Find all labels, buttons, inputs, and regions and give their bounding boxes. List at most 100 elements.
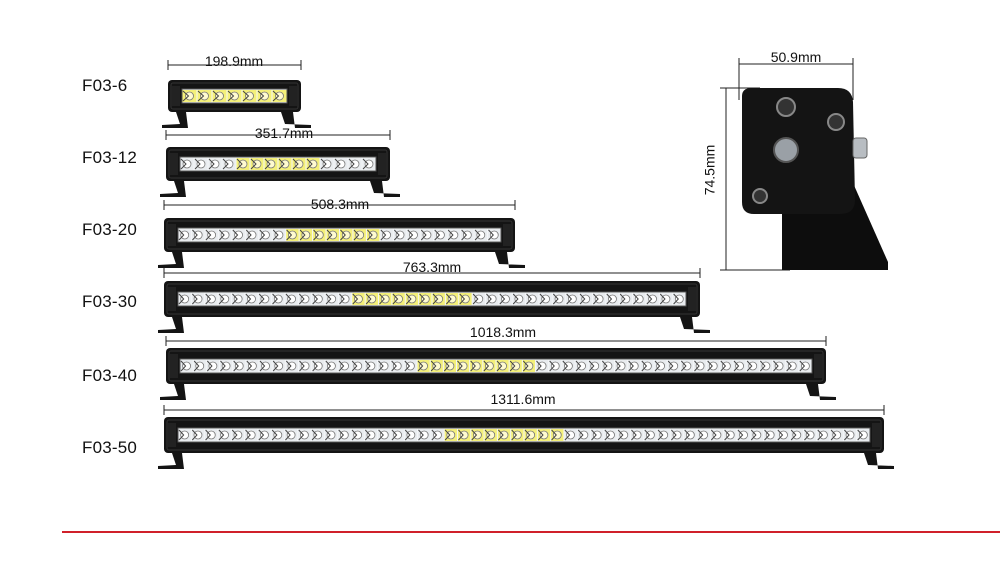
reflector-chevron <box>178 293 185 305</box>
led-emitter <box>193 230 203 240</box>
reflector-chevron <box>353 229 360 241</box>
reflector-chevron <box>577 429 584 441</box>
led-emitter <box>486 430 496 440</box>
reflector-chevron <box>471 429 478 441</box>
mount-foot-right-f03-50 <box>864 453 894 469</box>
led-emitter <box>801 361 810 371</box>
reflector-chevron <box>615 360 621 372</box>
led-emitter <box>594 294 604 304</box>
housing-trim-f03-20 <box>166 220 513 250</box>
reflector-chevron <box>264 158 271 170</box>
led-emitter <box>648 294 657 304</box>
led-emitter <box>458 361 468 371</box>
led-emitter <box>234 230 243 240</box>
reflector-chevron <box>644 429 651 441</box>
reflector-chevron <box>446 293 452 305</box>
reflector-chevron <box>671 429 677 441</box>
led-emitter <box>220 294 230 304</box>
led-emitter <box>674 294 684 304</box>
led-emitter <box>485 361 494 371</box>
reflector-chevron <box>526 293 532 305</box>
led-emitter <box>246 430 256 440</box>
reflector-chevron <box>720 360 727 372</box>
end-cap-left-f03-6 <box>172 86 180 106</box>
led-emitter <box>247 230 257 240</box>
reflector-chevron <box>178 429 185 441</box>
reflector-chevron <box>351 429 358 441</box>
led-emitter <box>207 230 217 240</box>
reflector-chevron <box>786 360 792 372</box>
reflector-chevron <box>236 158 243 170</box>
led-emitter <box>712 430 722 440</box>
led-emitter <box>287 294 297 304</box>
reflector-chevron <box>246 360 253 372</box>
led-emitter <box>761 361 771 371</box>
reflector-chevron <box>405 293 412 305</box>
led-emitter <box>473 430 482 440</box>
led-emitter <box>656 361 665 371</box>
end-cap-right-f03-50 <box>872 423 880 447</box>
end-cap-right-f03-40 <box>814 354 822 378</box>
led-emitter <box>182 159 192 169</box>
led-emitter <box>608 294 617 304</box>
led-emitter <box>590 361 600 371</box>
led-emitter <box>858 430 868 440</box>
led-emitter <box>447 294 457 304</box>
led-emitter <box>224 159 234 169</box>
reflector-chevron <box>593 293 599 305</box>
led-emitter <box>634 294 644 304</box>
reflector-chevron <box>285 293 292 305</box>
led-emitter <box>432 361 442 371</box>
reflector-chevron <box>539 293 546 305</box>
reflector-chevron <box>420 229 427 241</box>
led-emitter <box>407 294 417 304</box>
reflector-chevron <box>271 429 278 441</box>
reflector-chevron <box>404 360 411 372</box>
led-emitter <box>669 361 679 371</box>
length-label-f03-6: 198.9mm <box>204 53 264 69</box>
led-emitter <box>350 159 360 169</box>
reflector-chevron <box>258 293 265 305</box>
reflector-chevron <box>299 229 306 241</box>
reflector-chevron <box>488 229 494 241</box>
led-emitter <box>260 91 269 101</box>
reflector-chevron <box>483 360 490 372</box>
reflector-chevron <box>419 293 426 305</box>
led-emitter <box>514 294 524 304</box>
led-emitter <box>566 430 575 440</box>
end-cap-left-f03-40 <box>170 354 178 378</box>
led-emitter <box>336 159 346 169</box>
reflector-chevron <box>180 158 187 170</box>
reflector-chevron <box>579 293 586 305</box>
led-emitter <box>554 294 564 304</box>
reflector-chevron <box>364 360 371 372</box>
end-cap-right-f03-20 <box>503 224 511 246</box>
led-emitter <box>459 430 469 440</box>
reflector-chevron <box>220 360 226 372</box>
led-emitter <box>280 159 290 169</box>
led-emitter <box>392 361 402 371</box>
reflector-chevron <box>509 360 516 372</box>
led-emitter <box>221 361 231 371</box>
reflector-chevron <box>496 360 503 372</box>
led-emitter <box>476 230 486 240</box>
reflector-chevron <box>657 429 664 441</box>
length-label-f03-30: 763.3mm <box>402 259 462 275</box>
reflector-chevron <box>680 360 687 372</box>
led-emitter <box>193 294 203 304</box>
reflector-chevron <box>537 429 544 441</box>
led-emitter <box>233 294 243 304</box>
led-emitter <box>445 361 455 371</box>
led-emitter <box>672 430 682 440</box>
reflector-chevron <box>764 429 770 441</box>
led-emitter <box>765 430 775 440</box>
reflector-chevron <box>432 293 439 305</box>
reflector-chevron <box>205 293 212 305</box>
reflector-chevron <box>325 293 332 305</box>
reflector-chevron <box>206 360 213 372</box>
led-emitter <box>527 294 537 304</box>
reflector-chevron <box>364 429 371 441</box>
led-emitter <box>266 159 276 169</box>
led-emitter <box>379 430 389 440</box>
reflector-chevron <box>443 360 450 372</box>
